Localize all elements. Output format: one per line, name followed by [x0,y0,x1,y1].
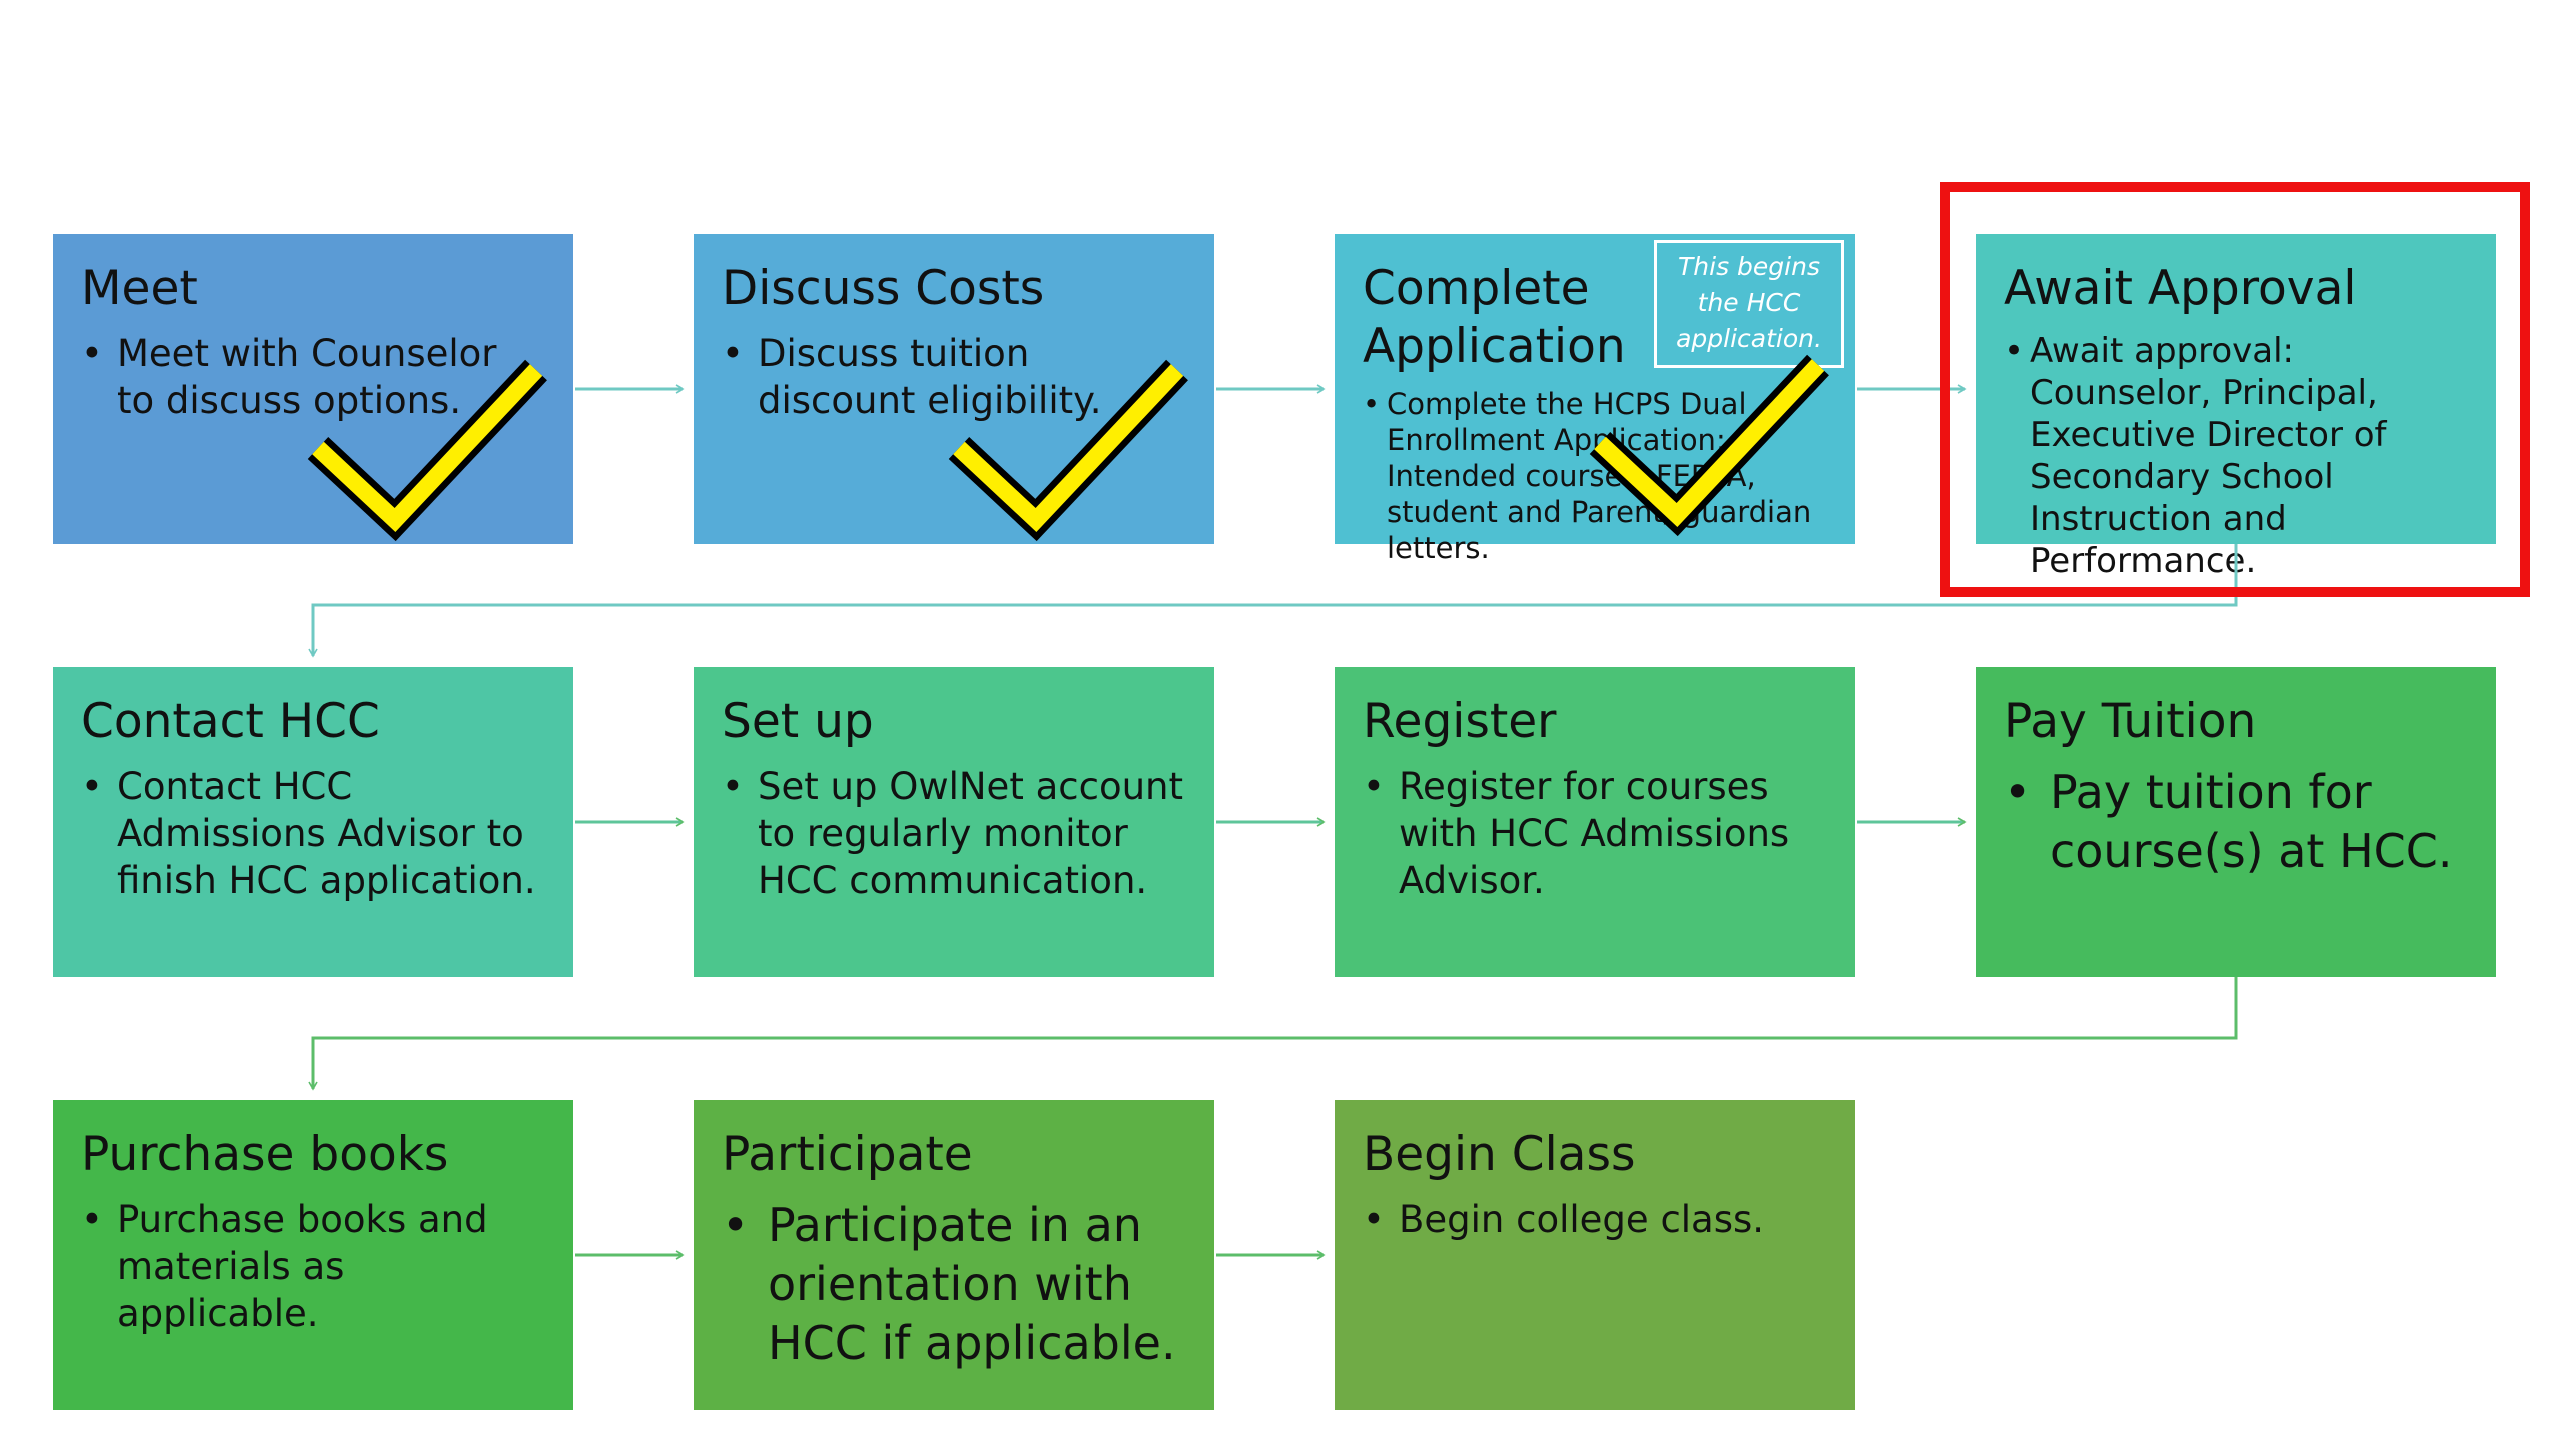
step-meet: Meet Meet with Counselor to discuss opti… [53,234,573,544]
step-description: Contact HCC Admissions Advisor to finish… [81,763,545,904]
checkmark-icon [1594,359,1825,527]
step-discuss-costs: Discuss Costs Discuss tuition discount e… [694,234,1214,544]
application-note: This begins the HCC application. [1654,240,1844,368]
step-description: Begin college class. [1363,1196,1827,1243]
arrow-connector [308,544,2238,658]
step-description: Pay tuition for course(s) at HCC. [2004,763,2468,881]
step-description: Meet with Counselor to discuss options. [81,330,545,424]
current-step-highlight [1940,182,2530,597]
step-description: Set up OwlNet account to regularly monit… [722,763,1186,904]
step-purchase-books: Purchase books Purchase books and materi… [53,1100,573,1410]
step-title: Pay Tuition [2004,694,2257,749]
step-participate: Participate Participate in an orientatio… [694,1100,1214,1410]
step-title: Register [1363,694,1557,749]
step-title: Contact HCC [81,694,380,749]
step-title: Participate [722,1127,973,1182]
step-await-approval: Await Approval Await approval: Counselor… [1976,234,2496,581]
checkmark-icon [953,364,1184,532]
step-begin-class: Begin Class Begin college class. [1335,1100,1855,1410]
arrow-connector [308,977,2238,1091]
step-description: Purchase books and materials as applicab… [81,1196,545,1337]
step-description: Register for courses with HCC Admissions… [1363,763,1827,904]
step-title: Await Approval [2004,261,2357,316]
checkmark-icon [312,364,543,532]
step-title: Set up [722,694,874,749]
step-description: Await approval: Counselor, Principal, Ex… [2004,330,2468,582]
step-title: Complete Application [1363,261,1626,374]
step-contact-hcc: Contact HCC Contact HCC Admissions Advis… [53,667,573,977]
step-title: Begin Class [1363,1127,1636,1182]
step-pay-tuition: Pay Tuition Pay tuition for course(s) at… [1976,667,2496,977]
step-description: Discuss tuition discount eligibility. [722,330,1186,424]
step-register: Register Register for courses with HCC A… [1335,667,1855,977]
step-title: Meet [81,261,198,316]
step-title: Discuss Costs [722,261,1045,316]
step-description: Participate in an orientation with HCC i… [722,1196,1186,1373]
step-set-up: Set up Set up OwlNet account to regularl… [694,667,1214,977]
step-title: Purchase books [81,1127,449,1182]
